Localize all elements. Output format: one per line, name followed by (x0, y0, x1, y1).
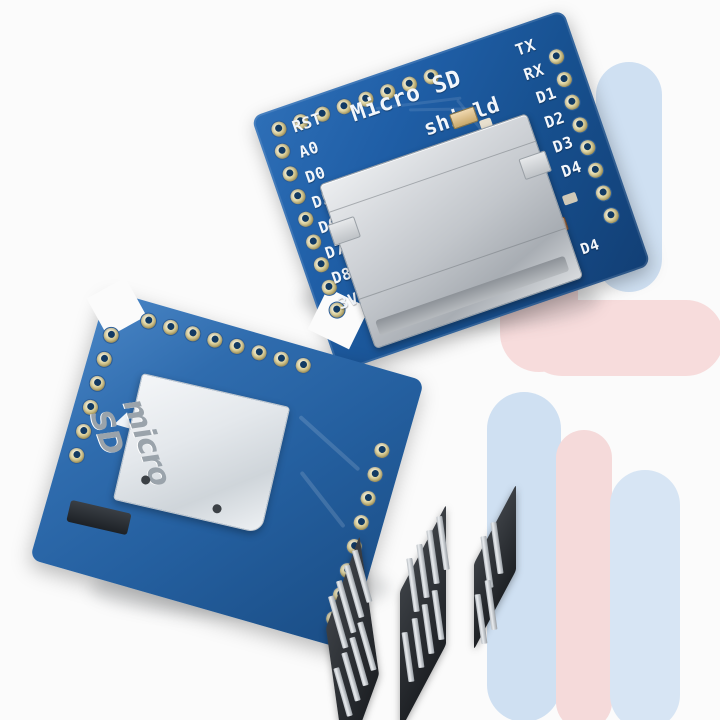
solder-pad (371, 439, 393, 461)
decor-pink-bar-bottom (556, 430, 612, 720)
decor-pink-arm (524, 300, 720, 376)
solder-pad (66, 444, 88, 467)
card-marking-dot (211, 503, 223, 515)
solder-pad (100, 324, 122, 346)
solder-pad (357, 487, 379, 510)
decor-blue-bar-bottom-right (610, 470, 680, 720)
socket-mount-tab (327, 215, 362, 246)
solder-pad (364, 463, 386, 485)
solder-pad (93, 348, 115, 370)
socket-seam (359, 227, 566, 300)
solder-pad (350, 512, 372, 534)
solder-pad (86, 372, 108, 394)
